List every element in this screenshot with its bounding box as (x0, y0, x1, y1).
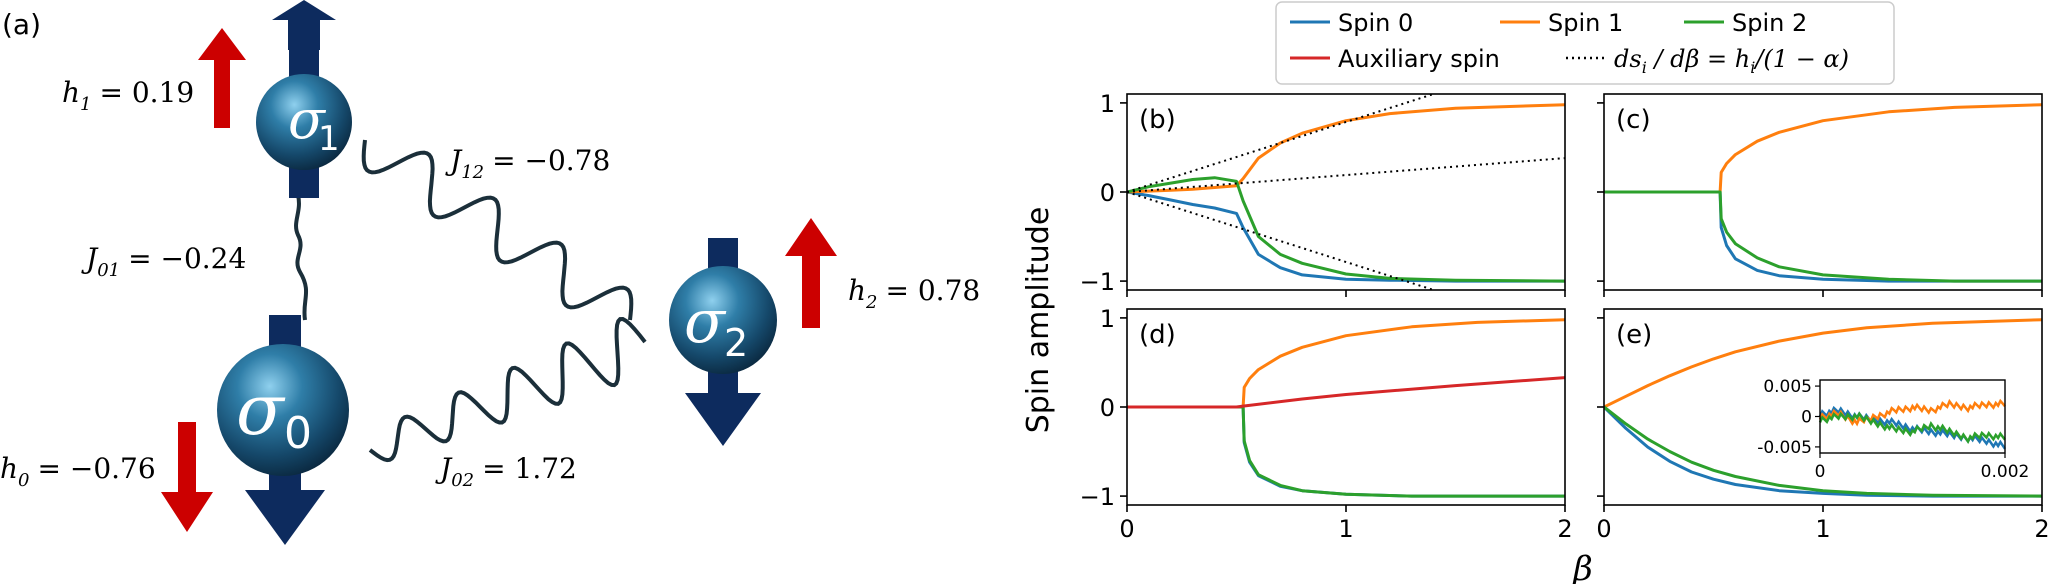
chart-panel-b: 1 0 −1 (b) (1080, 90, 1566, 297)
legend-label-auxiliary-spin: Auxiliary spin (1338, 45, 1500, 73)
series-line-spin-2 (1127, 176, 1565, 283)
y-axis-label: Spin amplitude (1021, 207, 1056, 434)
axes-frame (1126, 93, 1566, 291)
series-line-spin-0 (1127, 405, 1565, 498)
plot-area (1127, 318, 1565, 498)
field-h2-label: h2= 0.78 (848, 274, 980, 313)
series-line-spin-2 (1604, 405, 2042, 498)
panel-label: (b) (1139, 105, 1176, 135)
y-tick-label: 0 (1100, 394, 1115, 422)
legend-label-spin-2: Spin 2 (1732, 9, 1807, 37)
x-tick-label: 0 (1596, 515, 1611, 543)
series-line-ds-i-d-h-i-1 (1127, 157, 1565, 193)
coupling-wave-02 (368, 316, 647, 463)
x-axis-label: β (1571, 549, 1593, 584)
x-tick-label: 1 (1815, 515, 1830, 543)
series-line-spin-2 (1604, 190, 2042, 283)
legend-label-spin-0: Spin 0 (1338, 9, 1413, 37)
series-line-spin-2 (1127, 405, 1565, 498)
series-line-spin-1 (1127, 318, 1565, 409)
field-h0-arrow-down-icon (161, 422, 213, 532)
inset-x-tick-label: 0 (1815, 462, 1826, 482)
y-tick-label: −1 (1080, 483, 1115, 511)
series-line-auxiliary-spin (1127, 376, 1565, 409)
coupling-j02-label: J02= 1.72 (435, 452, 577, 491)
coupling-wave-12 (361, 139, 634, 321)
spin-0-sphere (217, 344, 349, 476)
plot-area (1604, 103, 2042, 283)
inset-series-spin-2 (1818, 411, 2006, 444)
legend-label-slope: dsi / dβ = hi/(1 − α) (1614, 45, 1849, 77)
legend-box (1275, 1, 1895, 85)
x-tick-label: 2 (2034, 515, 2049, 543)
spin-0-symbol: σ (236, 369, 286, 451)
chart-panel-c: (c) (1597, 93, 2043, 297)
spin-1-arrow-up-icon (272, 0, 336, 50)
y-tick-label: 1 (1100, 90, 1115, 118)
field-h1-label: h1= 0.19 (62, 76, 194, 115)
coupling-wave-01 (294, 194, 309, 321)
inset-y-tick-label: 0 (1801, 408, 1812, 428)
spin-1-symbol: σ (288, 88, 327, 151)
x-tick-label: 2 (1557, 515, 1572, 543)
panel-label: (c) (1616, 105, 1651, 135)
spin-2-arrow-down-icon (685, 393, 761, 446)
panel-label: (e) (1616, 320, 1652, 350)
series-line-spin-0 (1604, 190, 2042, 283)
panel-label: (d) (1139, 320, 1176, 350)
panel-a-label: (a) (2, 8, 41, 41)
panel-a: (a) σ 1 h1= 0.19 σ 0 h0= −0.76 (0, 0, 980, 545)
x-tick-label: 1 (1338, 515, 1353, 543)
inset-series-spin-1 (1818, 398, 2006, 427)
spin-0-arrow-down-icon (245, 490, 325, 545)
coupling-j01-label: J01= −0.24 (81, 242, 246, 281)
inset-x-tick-label: 0.002 (1981, 462, 2030, 482)
legend-label-spin-1: Spin 1 (1548, 9, 1623, 37)
inset-y-tick-label: 0.005 (1763, 377, 1812, 397)
series-line-spin-1 (1604, 318, 2042, 409)
spin-0-index: 0 (284, 408, 312, 459)
coupling-j12-label: J12= −0.78 (445, 144, 610, 183)
field-h2-arrow-up-icon (785, 218, 837, 328)
series-line-spin-1 (1604, 103, 2042, 194)
plot-area (1127, 94, 1565, 290)
spin-2-symbol: σ (684, 287, 727, 357)
y-tick-label: 0 (1100, 179, 1115, 207)
field-h0-label: h0= −0.76 (0, 452, 156, 491)
spin-2-sphere (669, 266, 777, 374)
series-line-spin-0 (1604, 405, 2042, 498)
x-tick-label: 0 (1119, 515, 1134, 543)
spin-2: σ 2 (669, 238, 777, 446)
spin-0: σ 0 (217, 315, 349, 545)
spin-2-index: 2 (724, 321, 748, 365)
y-tick-label: −1 (1080, 268, 1115, 296)
y-tick-label: 1 (1100, 305, 1115, 333)
spin-1: σ 1 (256, 0, 352, 198)
series-line-spin-0 (1127, 190, 1565, 283)
spin-1-index: 1 (318, 119, 340, 159)
field-h1-arrow-up-icon (198, 28, 246, 128)
plot-area (1604, 318, 2042, 498)
series-line-spin-1 (1127, 103, 1565, 194)
spin-1-sphere (256, 74, 352, 170)
legend: Spin 0 Spin 1 Spin 2 Auxiliary spin dsi … (1275, 1, 1895, 85)
inset-y-tick-label: -0.005 (1757, 438, 1812, 458)
series-line-ds-i-d-h-i-1 (1127, 191, 1434, 290)
